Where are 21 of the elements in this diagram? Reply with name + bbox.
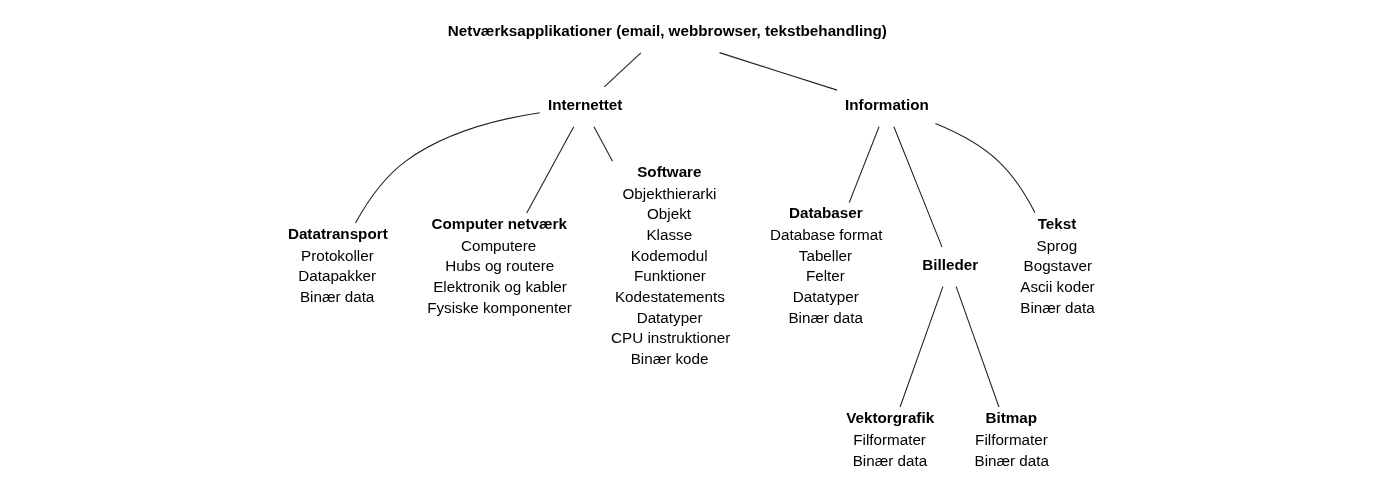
connector bbox=[354, 111, 540, 223]
connector bbox=[899, 285, 943, 408]
node-text: Bitmap Filformater Binær data bbox=[974, 408, 1049, 469]
node-text: Netværksapplikationer (email, webbrowser, tekstbehandling) bbox=[447, 21, 887, 39]
node-text: Databaser Database format Tabeller Felter Datatyper Binær data bbox=[769, 203, 882, 326]
connector bbox=[525, 125, 574, 214]
connector bbox=[892, 125, 943, 248]
connector bbox=[955, 285, 999, 408]
node-text: Datatransport Protokoller Datapakker Binær data bbox=[287, 224, 388, 305]
node-text: Tekst Sprog Bogstaver Ascii koder Binær data bbox=[1019, 214, 1095, 316]
node-text: Software Objekthierarki Objekt Klasse Kodemodul Funktioner Kodestatements Datatyper CPU instruktioner Binær kode bbox=[610, 162, 730, 367]
node-text: Vektorgrafik Filformater Binær data bbox=[845, 408, 934, 469]
node-text: Computer netværk Computere Hubs og routere Elektronik og kabler Fysiske komponenter bbox=[426, 214, 572, 316]
node-text: Information bbox=[844, 95, 929, 113]
node-text: Billeder bbox=[921, 255, 978, 273]
connector bbox=[592, 125, 613, 162]
connector bbox=[718, 51, 838, 91]
connector bbox=[603, 51, 641, 87]
connector bbox=[848, 125, 880, 203]
connector bbox=[934, 122, 1035, 213]
node-text: Internettet bbox=[547, 95, 622, 113]
